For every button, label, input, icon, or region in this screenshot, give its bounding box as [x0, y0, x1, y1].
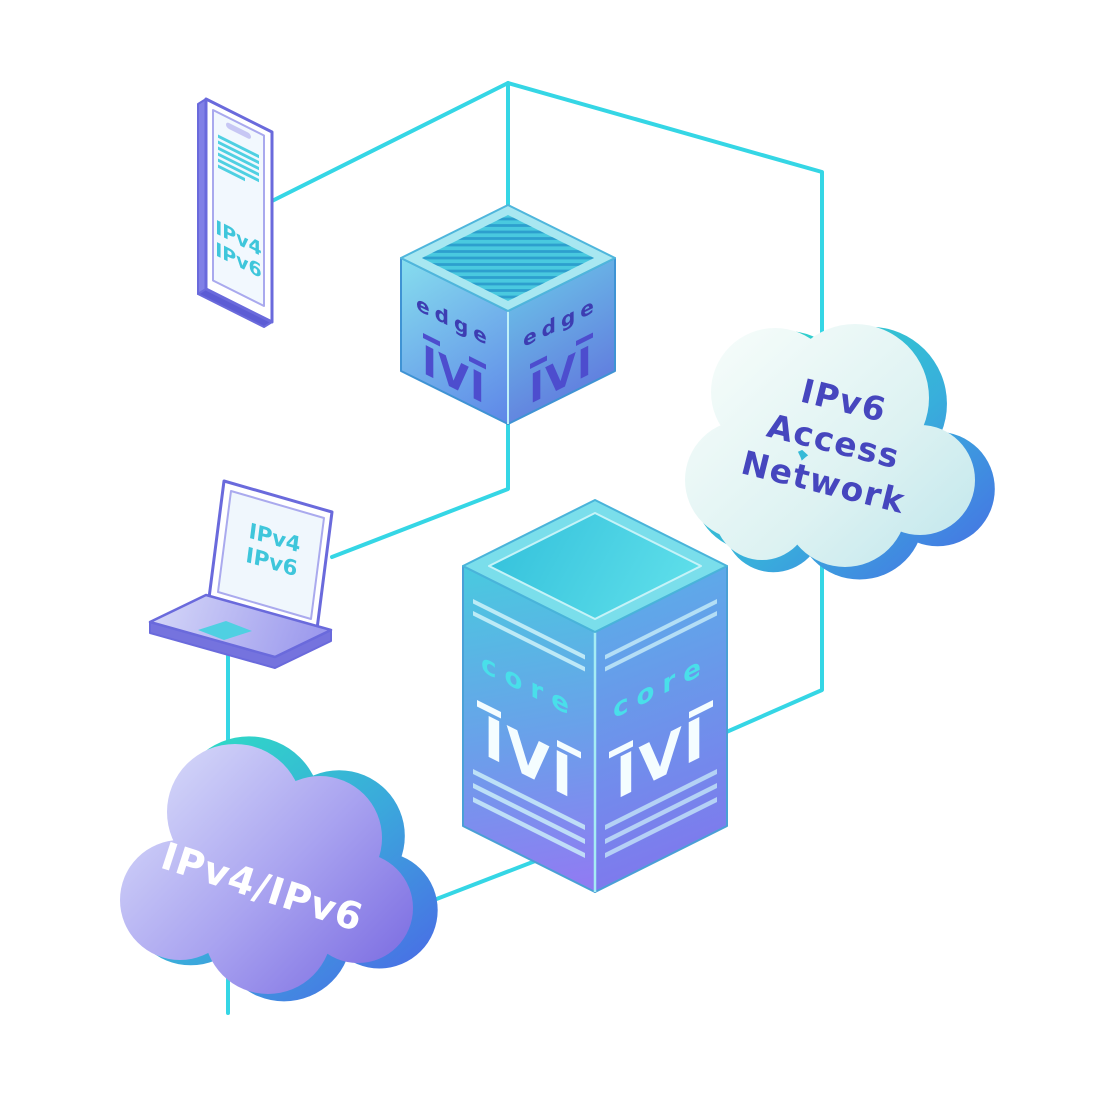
core-left-vent-lines-bottom — [473, 769, 585, 858]
phone-node: IPv4 IPv6 — [197, 97, 274, 328]
laptop-trackpad — [198, 621, 252, 640]
ipv6-access-cloud: IPv6 Access Network — [685, 324, 995, 580]
ivi-logo-bars — [609, 700, 713, 759]
core-right-vent-lines-bottom — [605, 769, 717, 858]
edge-router-node: edge IVI edge IVI — [400, 204, 616, 425]
laptop-base — [148, 593, 333, 659]
ivi-logo-bars — [423, 333, 486, 370]
laptop-node: IPv4 IPv6 — [148, 479, 334, 669]
ivi-logo-bars — [530, 332, 593, 369]
ipv4-ipv6-cloud: IPv4/IPv6 — [120, 736, 438, 1002]
core-right-vent-lines-top — [605, 599, 717, 672]
core-left-vent-lines-top — [473, 599, 585, 672]
ivi-logo-bars — [477, 700, 581, 759]
core-router-node: core IVI core IVI — [462, 499, 728, 893]
laptop-screen — [217, 490, 325, 620]
phone-screen-text-lines — [218, 134, 259, 183]
core-router-top-panel — [488, 512, 702, 620]
edge-router-vent-lines — [422, 217, 594, 299]
phone-notch — [226, 122, 251, 139]
